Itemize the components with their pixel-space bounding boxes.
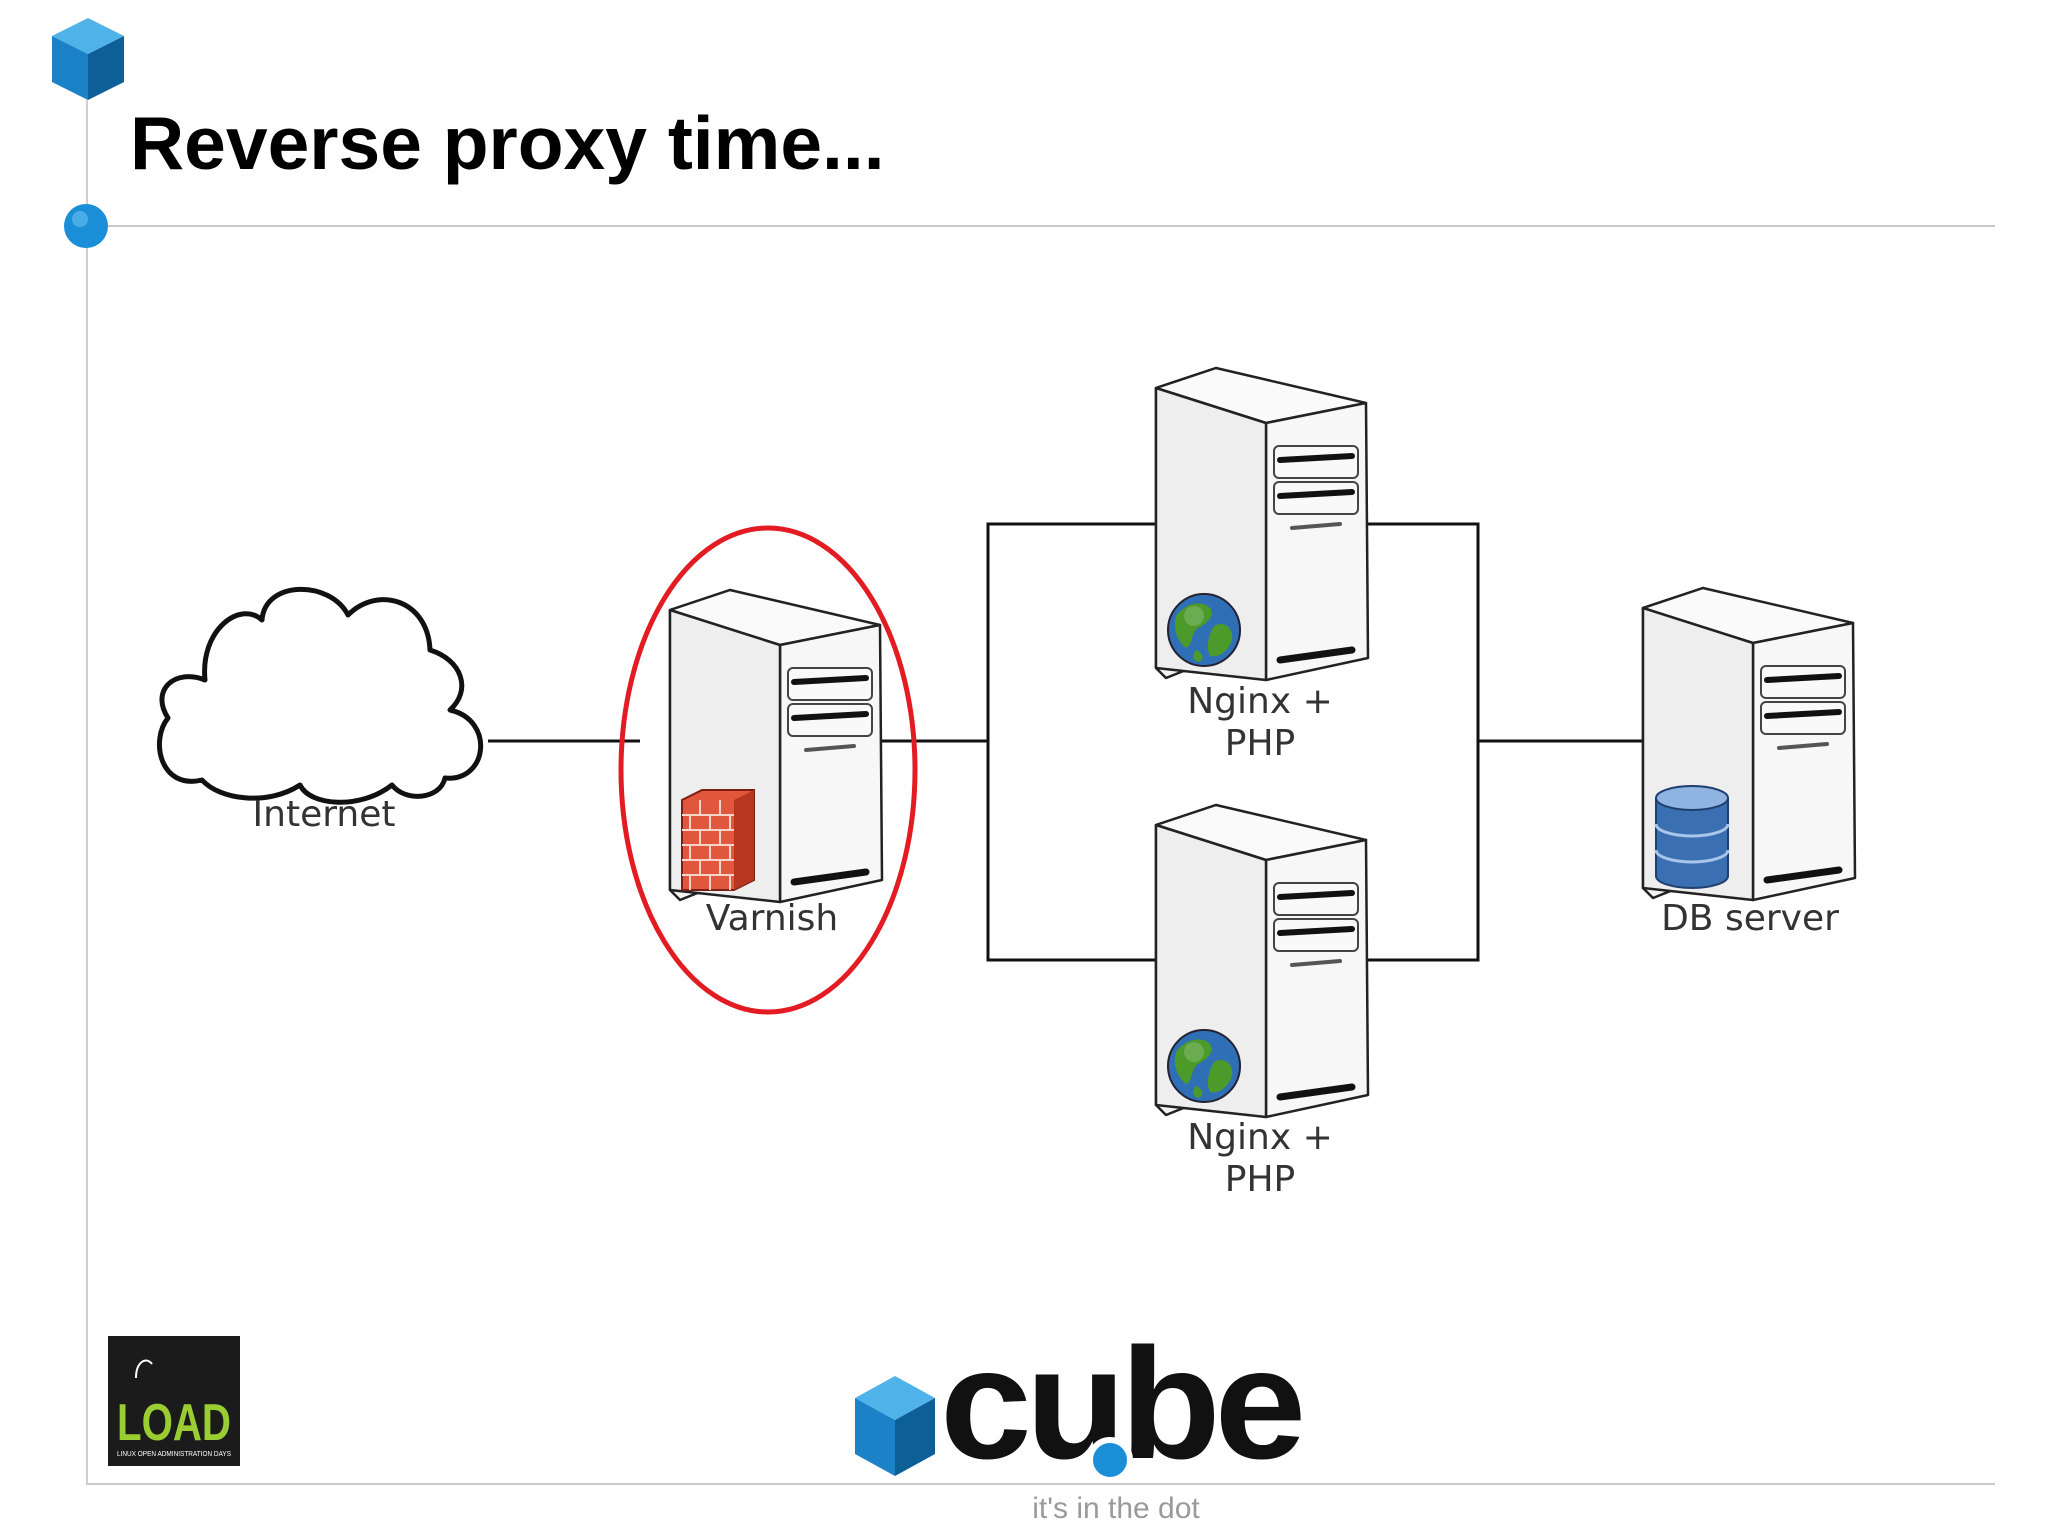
dot-marker-icon [64, 204, 108, 248]
varnish-node: Varnish [618, 525, 918, 1015]
web-server-bottom-label-line1: Nginx + [1187, 1117, 1333, 1158]
cube-logo: cube it's in the dot [855, 1316, 1307, 1525]
web-server-top-label-line1: Nginx + [1187, 681, 1333, 722]
internet-label: Internet [253, 794, 396, 835]
web-server-bottom-node: Nginx + PHP [1156, 805, 1368, 1200]
cube-logo-dot-icon [1087, 1437, 1133, 1483]
load-logo-text: LOAD [117, 1394, 231, 1452]
db-server-node: DB server [1643, 588, 1855, 939]
globe-icon [1167, 1029, 1241, 1103]
database-icon [1654, 785, 1730, 889]
web-server-bottom-label-line2: PHP [1225, 1159, 1296, 1200]
link-switch-web-servers [986, 522, 1156, 962]
network-links [488, 522, 1645, 962]
cube-corner-icon [52, 18, 124, 100]
link-web-servers-join [1365, 522, 1480, 962]
internet-node: Internet [156, 586, 484, 835]
cube-logo-tagline: it's in the dot [1032, 1492, 1200, 1525]
web-server-top-label-line2: PHP [1225, 723, 1296, 764]
cube-logo-icon [855, 1376, 935, 1476]
load-logo-subtitle: LINUX OPEN ADMINISTRATION DAYS [117, 1451, 231, 1458]
globe-icon [1167, 593, 1241, 667]
web-server-top-node: Nginx + PHP [1156, 368, 1368, 764]
load-logo: LOAD LINUX OPEN ADMINISTRATION DAYS [108, 1336, 240, 1466]
cloud-icon [156, 586, 484, 805]
varnish-label: Varnish [706, 898, 838, 939]
slide-frame [52, 18, 1995, 1485]
db-server-label: DB server [1661, 898, 1839, 939]
slide-title: Reverse proxy time... [130, 101, 885, 185]
firewall-icon [681, 789, 755, 891]
highlight-ellipse [618, 525, 918, 1015]
